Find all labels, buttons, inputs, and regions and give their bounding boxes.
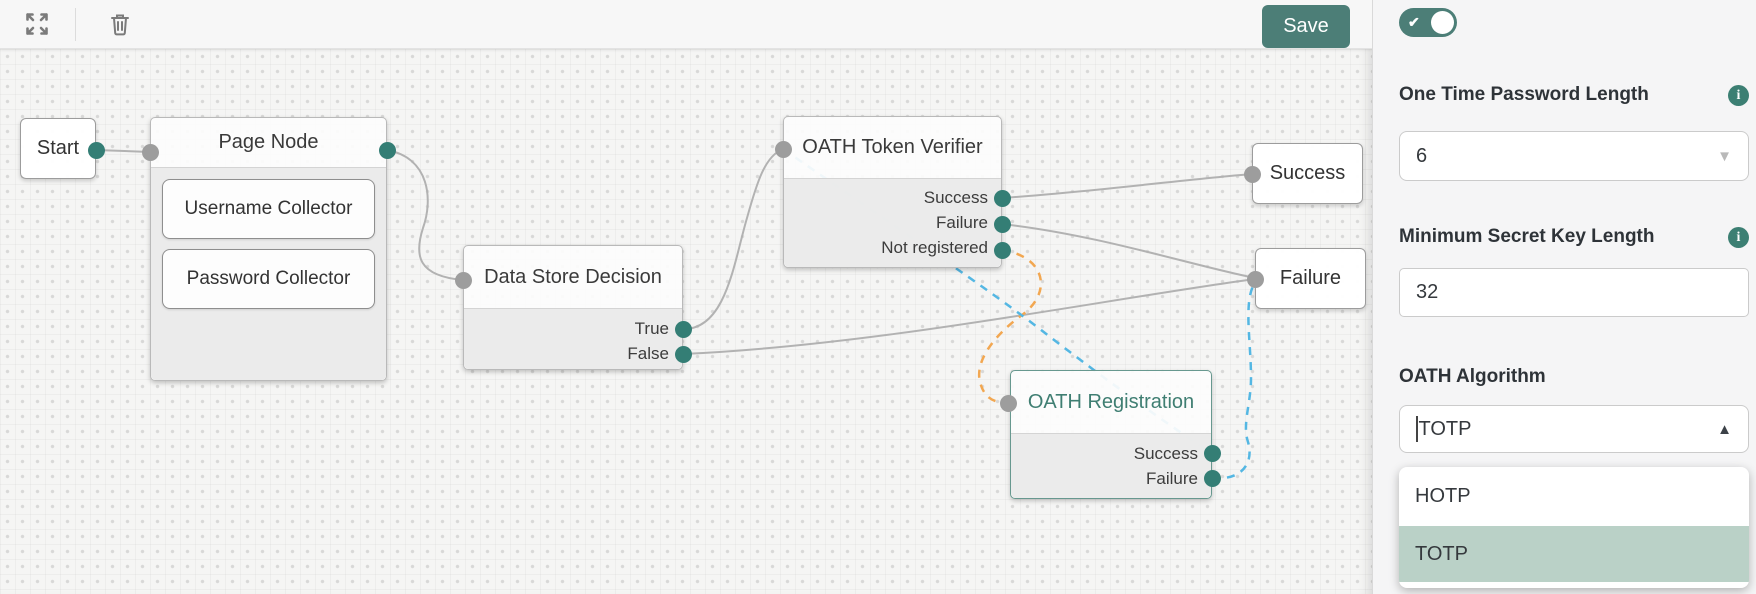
dot-otv-notregistered-out[interactable] — [993, 241, 1011, 259]
wire-dsd-true-to-otv — [682, 148, 784, 331]
wire-start-to-pagenode — [95, 149, 151, 153]
delete-node-button[interactable] — [105, 10, 135, 40]
wire-dsd-false-to-failure — [682, 278, 1256, 355]
option-hotp[interactable]: HOTP — [1415, 485, 1471, 507]
node-data-store-decision[interactable]: Data Store Decision True False — [463, 245, 683, 370]
otv-outcome-not-registered: Not registered — [881, 238, 988, 257]
password-collector-label: Password Collector — [186, 268, 351, 289]
otv-outcome-success: Success — [923, 188, 988, 207]
save-button[interactable]: Save — [1262, 5, 1350, 48]
dot-dsd-in[interactable] — [454, 271, 472, 289]
dot-success-in[interactable] — [1243, 165, 1261, 183]
dsd-outcome-true: True — [634, 319, 669, 338]
dot-oathreg-success-out[interactable] — [1203, 444, 1221, 462]
otp-length-info-icon[interactable]: i — [1728, 84, 1749, 106]
dot-otv-failure-out[interactable] — [993, 215, 1011, 233]
wire-otv-success-to-success — [1001, 173, 1253, 199]
dot-dsd-true-out[interactable] — [674, 320, 692, 338]
oath-algorithm-value: TOTP — [1418, 417, 1472, 440]
expand-arrows-icon — [26, 12, 48, 35]
dot-dsd-false-out[interactable] — [674, 345, 692, 363]
fit-to-screen-icon[interactable] — [22, 10, 52, 40]
node-enabled-toggle[interactable]: ✔ — [1399, 8, 1457, 37]
oath-algorithm-dropdown: HOTP TOTP — [1399, 467, 1749, 588]
node-page-node[interactable]: Page Node Username Collector Password Co… — [150, 117, 387, 381]
chevron-down-icon: ▼ — [1717, 147, 1732, 165]
page-node-title: Page Node — [218, 131, 319, 153]
node-success[interactable]: Success — [1252, 143, 1363, 204]
otv-title: OATH Token Verifier — [802, 136, 983, 158]
username-collector-label: Username Collector — [184, 198, 353, 219]
secret-key-length-info-icon[interactable]: i — [1728, 226, 1749, 248]
node-config-panel: ✔ One Time Password Length i 6 ▼ Minimum… — [1372, 0, 1756, 594]
dsd-outcome-false: False — [627, 344, 669, 363]
dot-pagenode-in[interactable] — [141, 143, 159, 161]
wire-oathreg-failure-to-failure — [1211, 281, 1257, 480]
node-success-title: Success — [1269, 162, 1346, 184]
dot-pagenode-out[interactable] — [378, 141, 396, 159]
dot-oathreg-failure-out[interactable] — [1203, 469, 1221, 487]
node-failure[interactable]: Failure — [1255, 248, 1366, 309]
dsd-title: Data Store Decision — [484, 265, 662, 288]
dot-failure-in[interactable] — [1246, 270, 1264, 288]
secret-key-length-input[interactable]: 32 — [1399, 268, 1749, 317]
flow-canvas[interactable]: Start Page Node Username Collector Passw… — [0, 49, 1372, 594]
dot-start-out[interactable] — [87, 141, 105, 159]
option-totp[interactable]: TOTP — [1399, 526, 1749, 582]
oath-registration-title: OATH Registration — [1027, 390, 1195, 413]
node-password-collector[interactable]: Password Collector — [162, 249, 375, 309]
dot-otv-success-out[interactable] — [993, 189, 1011, 207]
oath-algorithm-combobox[interactable]: TOTP ▲ — [1399, 405, 1749, 453]
chevron-up-icon: ▲ — [1717, 420, 1732, 438]
node-failure-title: Failure — [1279, 267, 1342, 289]
otp-length-label: One Time Password Length — [1399, 84, 1649, 105]
canvas-toolbar: Save — [0, 0, 1372, 49]
toolbar-divider — [75, 8, 76, 41]
node-username-collector[interactable]: Username Collector — [162, 179, 375, 239]
text-cursor — [1416, 416, 1418, 442]
otv-outcome-failure: Failure — [936, 213, 988, 232]
dot-oathreg-in[interactable] — [999, 394, 1017, 412]
check-icon: ✔ — [1408, 14, 1420, 30]
oathreg-outcome-failure: Failure — [1146, 469, 1198, 488]
otp-length-select[interactable]: 6 ▼ — [1399, 131, 1749, 181]
otp-length-value: 6 — [1416, 144, 1428, 167]
wire-otv-failure-to-failure — [1001, 223, 1256, 279]
dot-otv-in[interactable] — [774, 140, 792, 158]
wire-pagenode-to-dsd — [386, 149, 464, 281]
node-oath-registration[interactable]: OATH Registration Success Failure — [1010, 370, 1212, 499]
oathreg-outcome-success: Success — [1133, 444, 1198, 463]
node-start-title: Start — [36, 137, 80, 159]
secret-key-length-value: 32 — [1416, 281, 1439, 303]
trash-icon — [111, 14, 129, 35]
oath-algorithm-label: OATH Algorithm — [1399, 366, 1546, 387]
node-oath-token-verifier[interactable]: OATH Token Verifier Success Failure Not … — [783, 116, 1002, 268]
toggle-knob — [1431, 11, 1454, 34]
node-start[interactable]: Start — [20, 118, 96, 179]
secret-key-length-label: Minimum Secret Key Length — [1399, 226, 1655, 247]
